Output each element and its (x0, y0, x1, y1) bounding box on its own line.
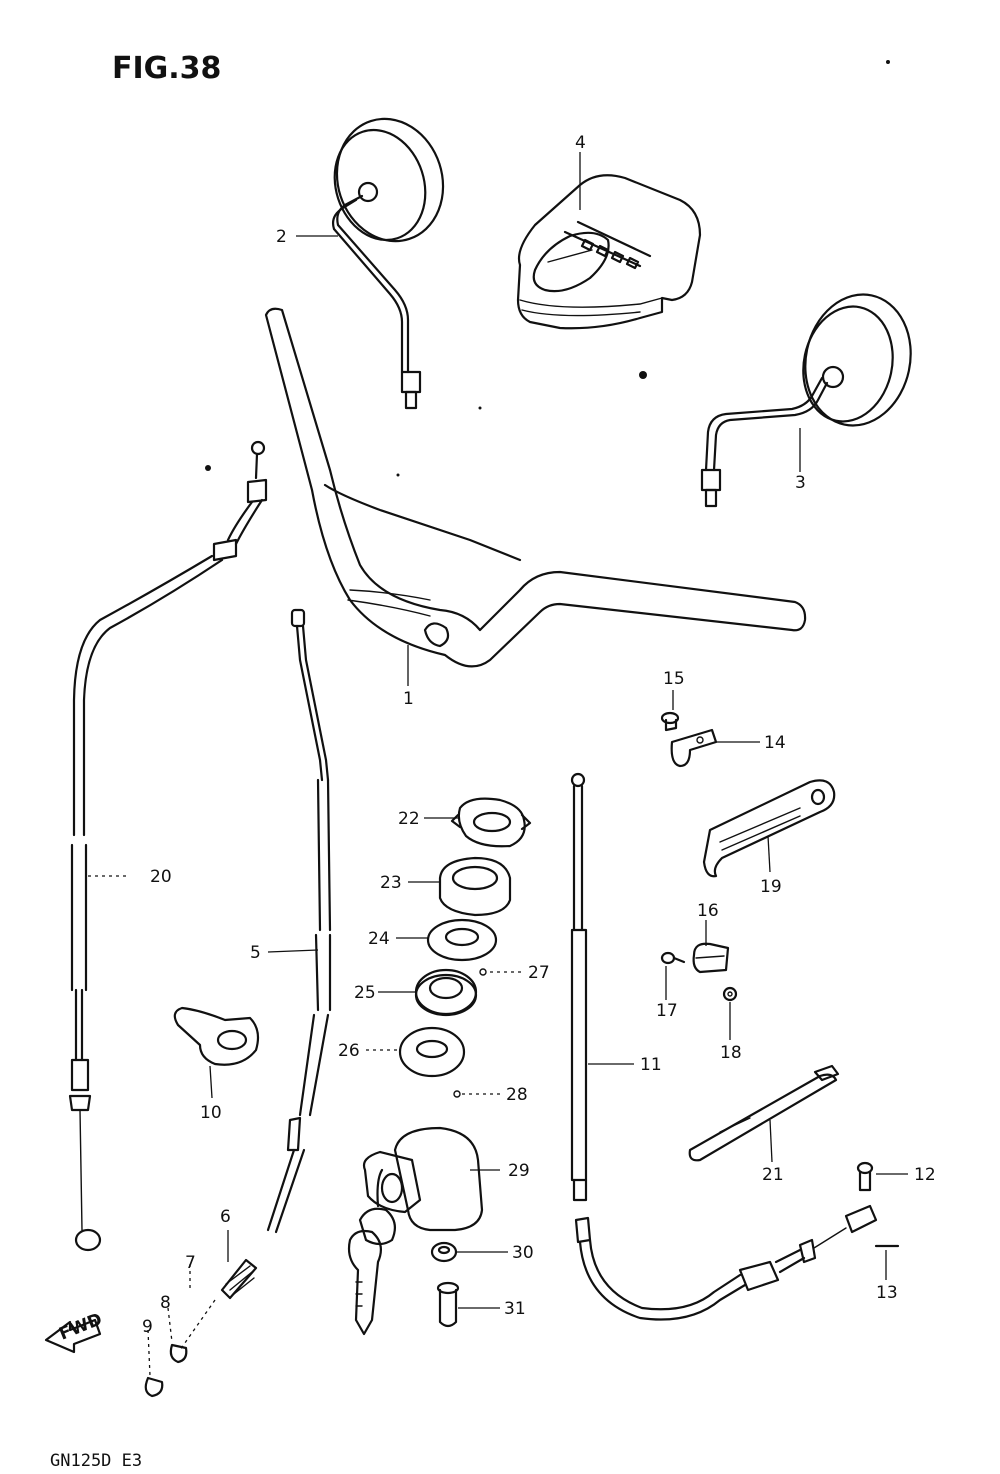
callout-11: 11 (640, 1055, 662, 1075)
callout-14: 14 (764, 733, 786, 753)
callout-27: 27 (528, 963, 550, 983)
nut-30 (430, 1241, 458, 1263)
left-mirror (331, 117, 445, 410)
handlebar (264, 307, 807, 668)
callout-23: 23 (380, 873, 402, 893)
callout-10: 10 (200, 1103, 222, 1123)
washer-26 (398, 1026, 466, 1078)
callout-4: 4 (575, 133, 586, 153)
callout-6: 6 (220, 1207, 231, 1227)
callout-15: 15 (663, 669, 685, 689)
ignition-switch (347, 1126, 484, 1336)
callout-21: 21 (762, 1165, 784, 1185)
fwd-label: FWD (56, 1309, 105, 1344)
callout-24: 24 (368, 929, 390, 949)
callout-2: 2 (276, 227, 287, 247)
callout-28: 28 (506, 1085, 528, 1105)
callout-16: 16 (697, 901, 719, 921)
callout-12: 12 (914, 1165, 936, 1185)
callout-20: 20 (150, 867, 172, 887)
brake-cable (570, 772, 878, 1321)
callout-26: 26 (338, 1041, 360, 1061)
callout-29: 29 (508, 1161, 530, 1181)
callout-1: 1 (403, 689, 414, 709)
callout-3: 3 (795, 473, 806, 493)
washer-24 (426, 918, 498, 962)
bolt-12 (856, 1161, 874, 1192)
model-code: GN125D E3 (50, 1451, 142, 1471)
callout-19: 19 (760, 877, 782, 897)
seal-22 (450, 797, 532, 848)
callout-7: 7 (185, 1253, 196, 1273)
figure-title: FIG.38 (112, 51, 221, 86)
callout-9: 9 (142, 1317, 153, 1337)
leader-lines (88, 152, 908, 1377)
bolt-31 (436, 1281, 460, 1328)
cable-boot (173, 1006, 260, 1066)
callout-18: 18 (720, 1043, 742, 1063)
band-21 (688, 1064, 840, 1162)
callout-31: 31 (504, 1299, 526, 1319)
bracket-19 (702, 779, 836, 878)
cable-adjuster-group (144, 1258, 258, 1398)
callout-17: 17 (656, 1001, 678, 1021)
nut-18 (722, 986, 738, 1002)
clamp-16 (692, 942, 730, 974)
handlebar-cover (516, 174, 702, 330)
clutch-cable (68, 440, 268, 1252)
seal-23 (438, 856, 512, 917)
callout-labels: 1 2 3 4 5 6 7 8 9 10 11 12 13 14 15 16 1… (142, 133, 936, 1337)
screw-17 (660, 951, 686, 965)
ball-27 (479, 968, 487, 976)
right-mirror (700, 293, 912, 508)
callout-22: 22 (398, 809, 420, 829)
callout-8: 8 (160, 1293, 171, 1313)
forward-arrow: FWD (44, 1309, 105, 1354)
throttle-cable (266, 608, 332, 1234)
seal-25 (414, 968, 478, 1017)
callout-13: 13 (876, 1283, 898, 1303)
callout-25: 25 (354, 983, 376, 1003)
clamp-14 (670, 728, 718, 768)
callout-30: 30 (512, 1243, 534, 1263)
ball-28 (453, 1090, 461, 1098)
callout-5: 5 (250, 943, 261, 963)
screw-15 (660, 711, 680, 732)
